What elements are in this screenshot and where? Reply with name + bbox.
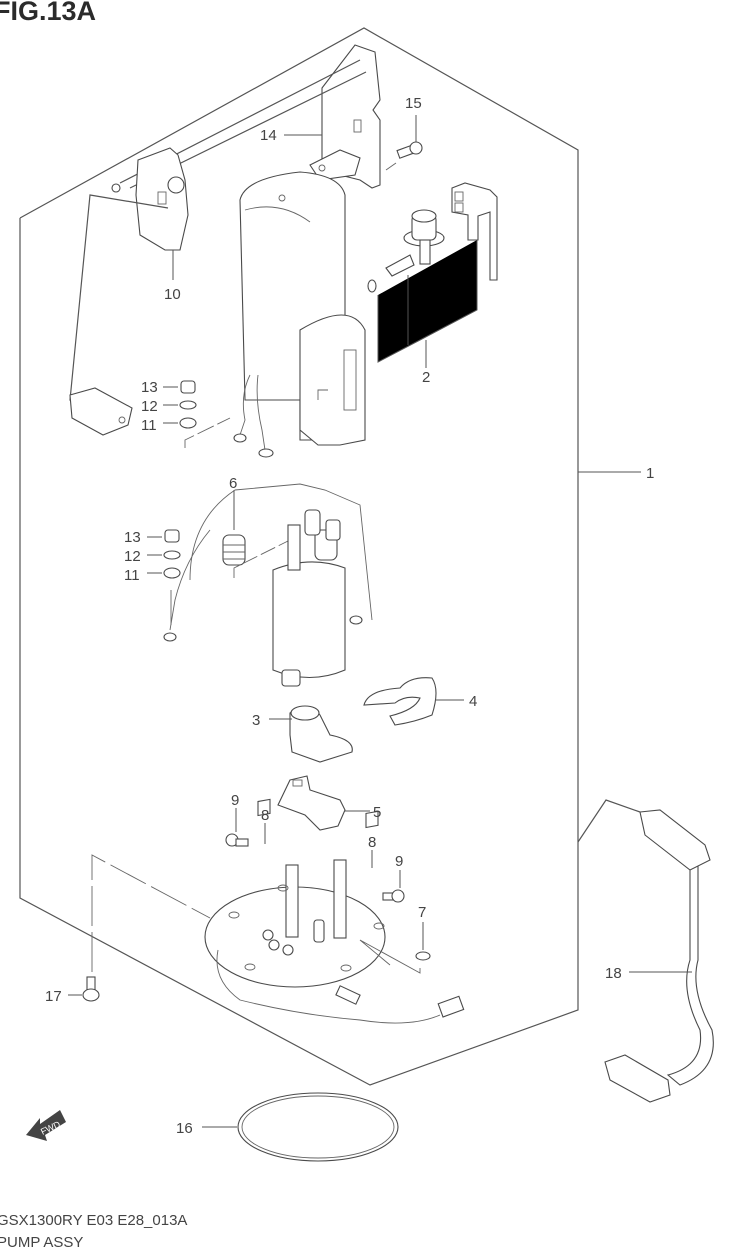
callout-1[interactable]: 1 bbox=[646, 465, 654, 482]
washer-part-7[interactable] bbox=[415, 951, 431, 961]
screw-part-left[interactable] bbox=[225, 833, 249, 847]
cushion-part-4[interactable] bbox=[363, 677, 437, 726]
o-ring-part[interactable] bbox=[237, 1092, 399, 1162]
nut-plate-part-left[interactable] bbox=[257, 798, 271, 817]
callout-8b[interactable]: 8 bbox=[368, 834, 376, 851]
forward-direction-icon: FWD bbox=[26, 1110, 66, 1141]
callout-13b[interactable]: 13 bbox=[124, 529, 141, 546]
pressure-regulator-part[interactable] bbox=[367, 209, 445, 293]
callout-12a[interactable]: 12 bbox=[141, 398, 158, 415]
float-part[interactable] bbox=[69, 387, 133, 436]
model-code: GSX1300RY E03 E28_013A bbox=[0, 1212, 188, 1229]
bolt-part-17[interactable] bbox=[82, 976, 100, 1002]
callout-11b[interactable]: 11 bbox=[124, 567, 140, 584]
callout-12b[interactable]: 12 bbox=[124, 548, 141, 565]
hardware-stack-lower[interactable] bbox=[163, 529, 181, 579]
fuel-level-gauge-part[interactable] bbox=[111, 147, 189, 251]
callout-9b[interactable]: 9 bbox=[395, 853, 403, 870]
callout-3[interactable]: 3 bbox=[252, 712, 260, 729]
bolt-part-15[interactable] bbox=[396, 141, 423, 159]
assembly-outline bbox=[19, 27, 579, 1086]
pump-base-plate-part[interactable] bbox=[204, 859, 386, 988]
housing-wires bbox=[239, 374, 266, 451]
assembly-name: PUMP ASSY bbox=[0, 1234, 84, 1251]
cushion-rubber-part[interactable] bbox=[222, 534, 246, 566]
pump-wire-harness bbox=[189, 483, 373, 621]
fuel-pump-part[interactable] bbox=[272, 509, 346, 687]
bracket-part[interactable] bbox=[309, 44, 381, 189]
pump-wire-left bbox=[169, 529, 211, 631]
hardware-stack-upper[interactable] bbox=[179, 380, 197, 429]
callout-9a[interactable]: 9 bbox=[231, 792, 239, 809]
callout-13a[interactable]: 13 bbox=[141, 379, 158, 396]
wire-terminal bbox=[233, 433, 247, 443]
callout-17[interactable]: 17 bbox=[45, 988, 62, 1005]
callout-5[interactable]: 5 bbox=[373, 804, 381, 821]
figure-title: FIG.13A bbox=[0, 0, 97, 26]
screw-part-right[interactable] bbox=[382, 889, 405, 903]
wire-terminal bbox=[349, 615, 363, 625]
callout-18[interactable]: 18 bbox=[605, 965, 622, 982]
base-wire bbox=[216, 949, 441, 1024]
hose-nipple bbox=[335, 985, 361, 1005]
callout-7[interactable]: 7 bbox=[418, 904, 426, 921]
leader-2 bbox=[377, 240, 478, 368]
plate-part[interactable] bbox=[277, 775, 346, 831]
callout-16[interactable]: 16 bbox=[176, 1120, 193, 1137]
callout-8a[interactable]: 8 bbox=[261, 807, 269, 824]
callout-15[interactable]: 15 bbox=[405, 95, 422, 112]
callout-10[interactable]: 10 bbox=[164, 286, 181, 303]
pump-holder-part[interactable] bbox=[289, 705, 353, 763]
callout-4[interactable]: 4 bbox=[469, 693, 477, 710]
wire-terminal bbox=[258, 448, 274, 458]
callout-11a[interactable]: 11 bbox=[141, 417, 157, 434]
clamp-part[interactable] bbox=[451, 182, 498, 281]
fuel-hose-part[interactable] bbox=[604, 809, 714, 1103]
nut-plate-part-right[interactable] bbox=[365, 810, 379, 829]
pump-housing-part[interactable] bbox=[239, 171, 366, 446]
callout-14[interactable]: 14 bbox=[260, 127, 277, 144]
callout-2[interactable]: 2 bbox=[422, 369, 430, 386]
callout-6[interactable]: 6 bbox=[229, 475, 237, 492]
wire-terminal bbox=[163, 632, 177, 642]
connector[interactable] bbox=[437, 995, 465, 1018]
